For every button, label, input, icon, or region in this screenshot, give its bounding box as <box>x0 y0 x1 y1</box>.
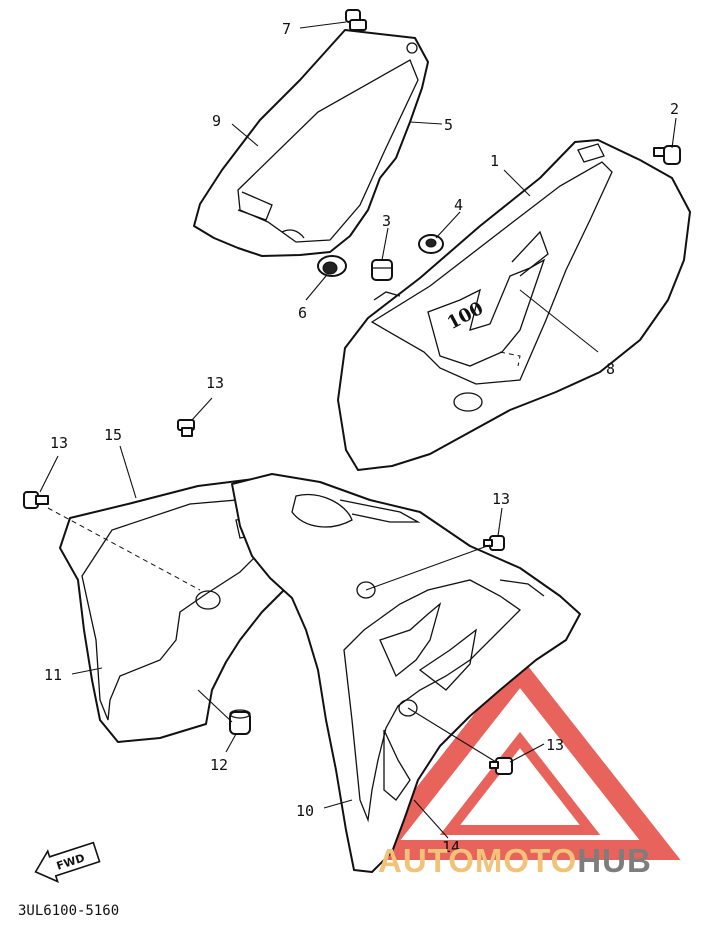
watermark-text: AUTOMOTOHUB <box>378 842 652 880</box>
screw-13c-icon <box>483 535 505 551</box>
callout-7: 7 <box>282 20 291 38</box>
callout-11: 11 <box>44 666 62 684</box>
screw-13d-icon <box>489 757 513 775</box>
callout-13-top: 13 <box>206 374 224 392</box>
callout-13-left: 13 <box>50 434 68 452</box>
screw-13b-icon <box>23 491 49 509</box>
bolt-2-icon <box>653 145 681 165</box>
callout-8: 8 <box>606 360 615 378</box>
callout-1: 1 <box>490 152 499 170</box>
callout-14: 14 <box>442 838 460 856</box>
watermark-part-auto: AUTO <box>378 842 475 879</box>
bolt-7-icon <box>345 9 367 31</box>
callout-4: 4 <box>454 196 463 214</box>
watermark-part-hub: HUB <box>577 842 652 879</box>
diagram-code: 3UL6100-5160 <box>18 903 120 919</box>
watermark-logo-icon <box>359 655 681 860</box>
part-right-side-cover: 100 <box>337 139 691 471</box>
callout-13-bottom: 13 <box>546 736 564 754</box>
damper-12-icon <box>229 709 251 735</box>
callout-13-right: 13 <box>492 490 510 508</box>
damper-3-icon <box>371 259 401 301</box>
callout-6: 6 <box>298 304 307 322</box>
leader-lines <box>39 21 677 839</box>
screw-13a-icon <box>177 419 195 437</box>
watermark-part-moto: MOTO <box>474 842 578 879</box>
callout-2: 2 <box>670 100 679 118</box>
callout-3: 3 <box>382 212 391 230</box>
grommet-4-icon <box>418 234 444 254</box>
grommet-6-icon <box>317 255 347 277</box>
callout-9: 9 <box>212 112 221 130</box>
part-lower-side-panel <box>231 473 581 873</box>
part-upper-side-cover <box>193 29 429 257</box>
callout-15: 15 <box>104 426 122 444</box>
callout-10: 10 <box>296 802 314 820</box>
callout-5: 5 <box>444 116 453 134</box>
fwd-arrow-icon: FWD <box>34 841 101 883</box>
callout-12: 12 <box>210 756 228 774</box>
